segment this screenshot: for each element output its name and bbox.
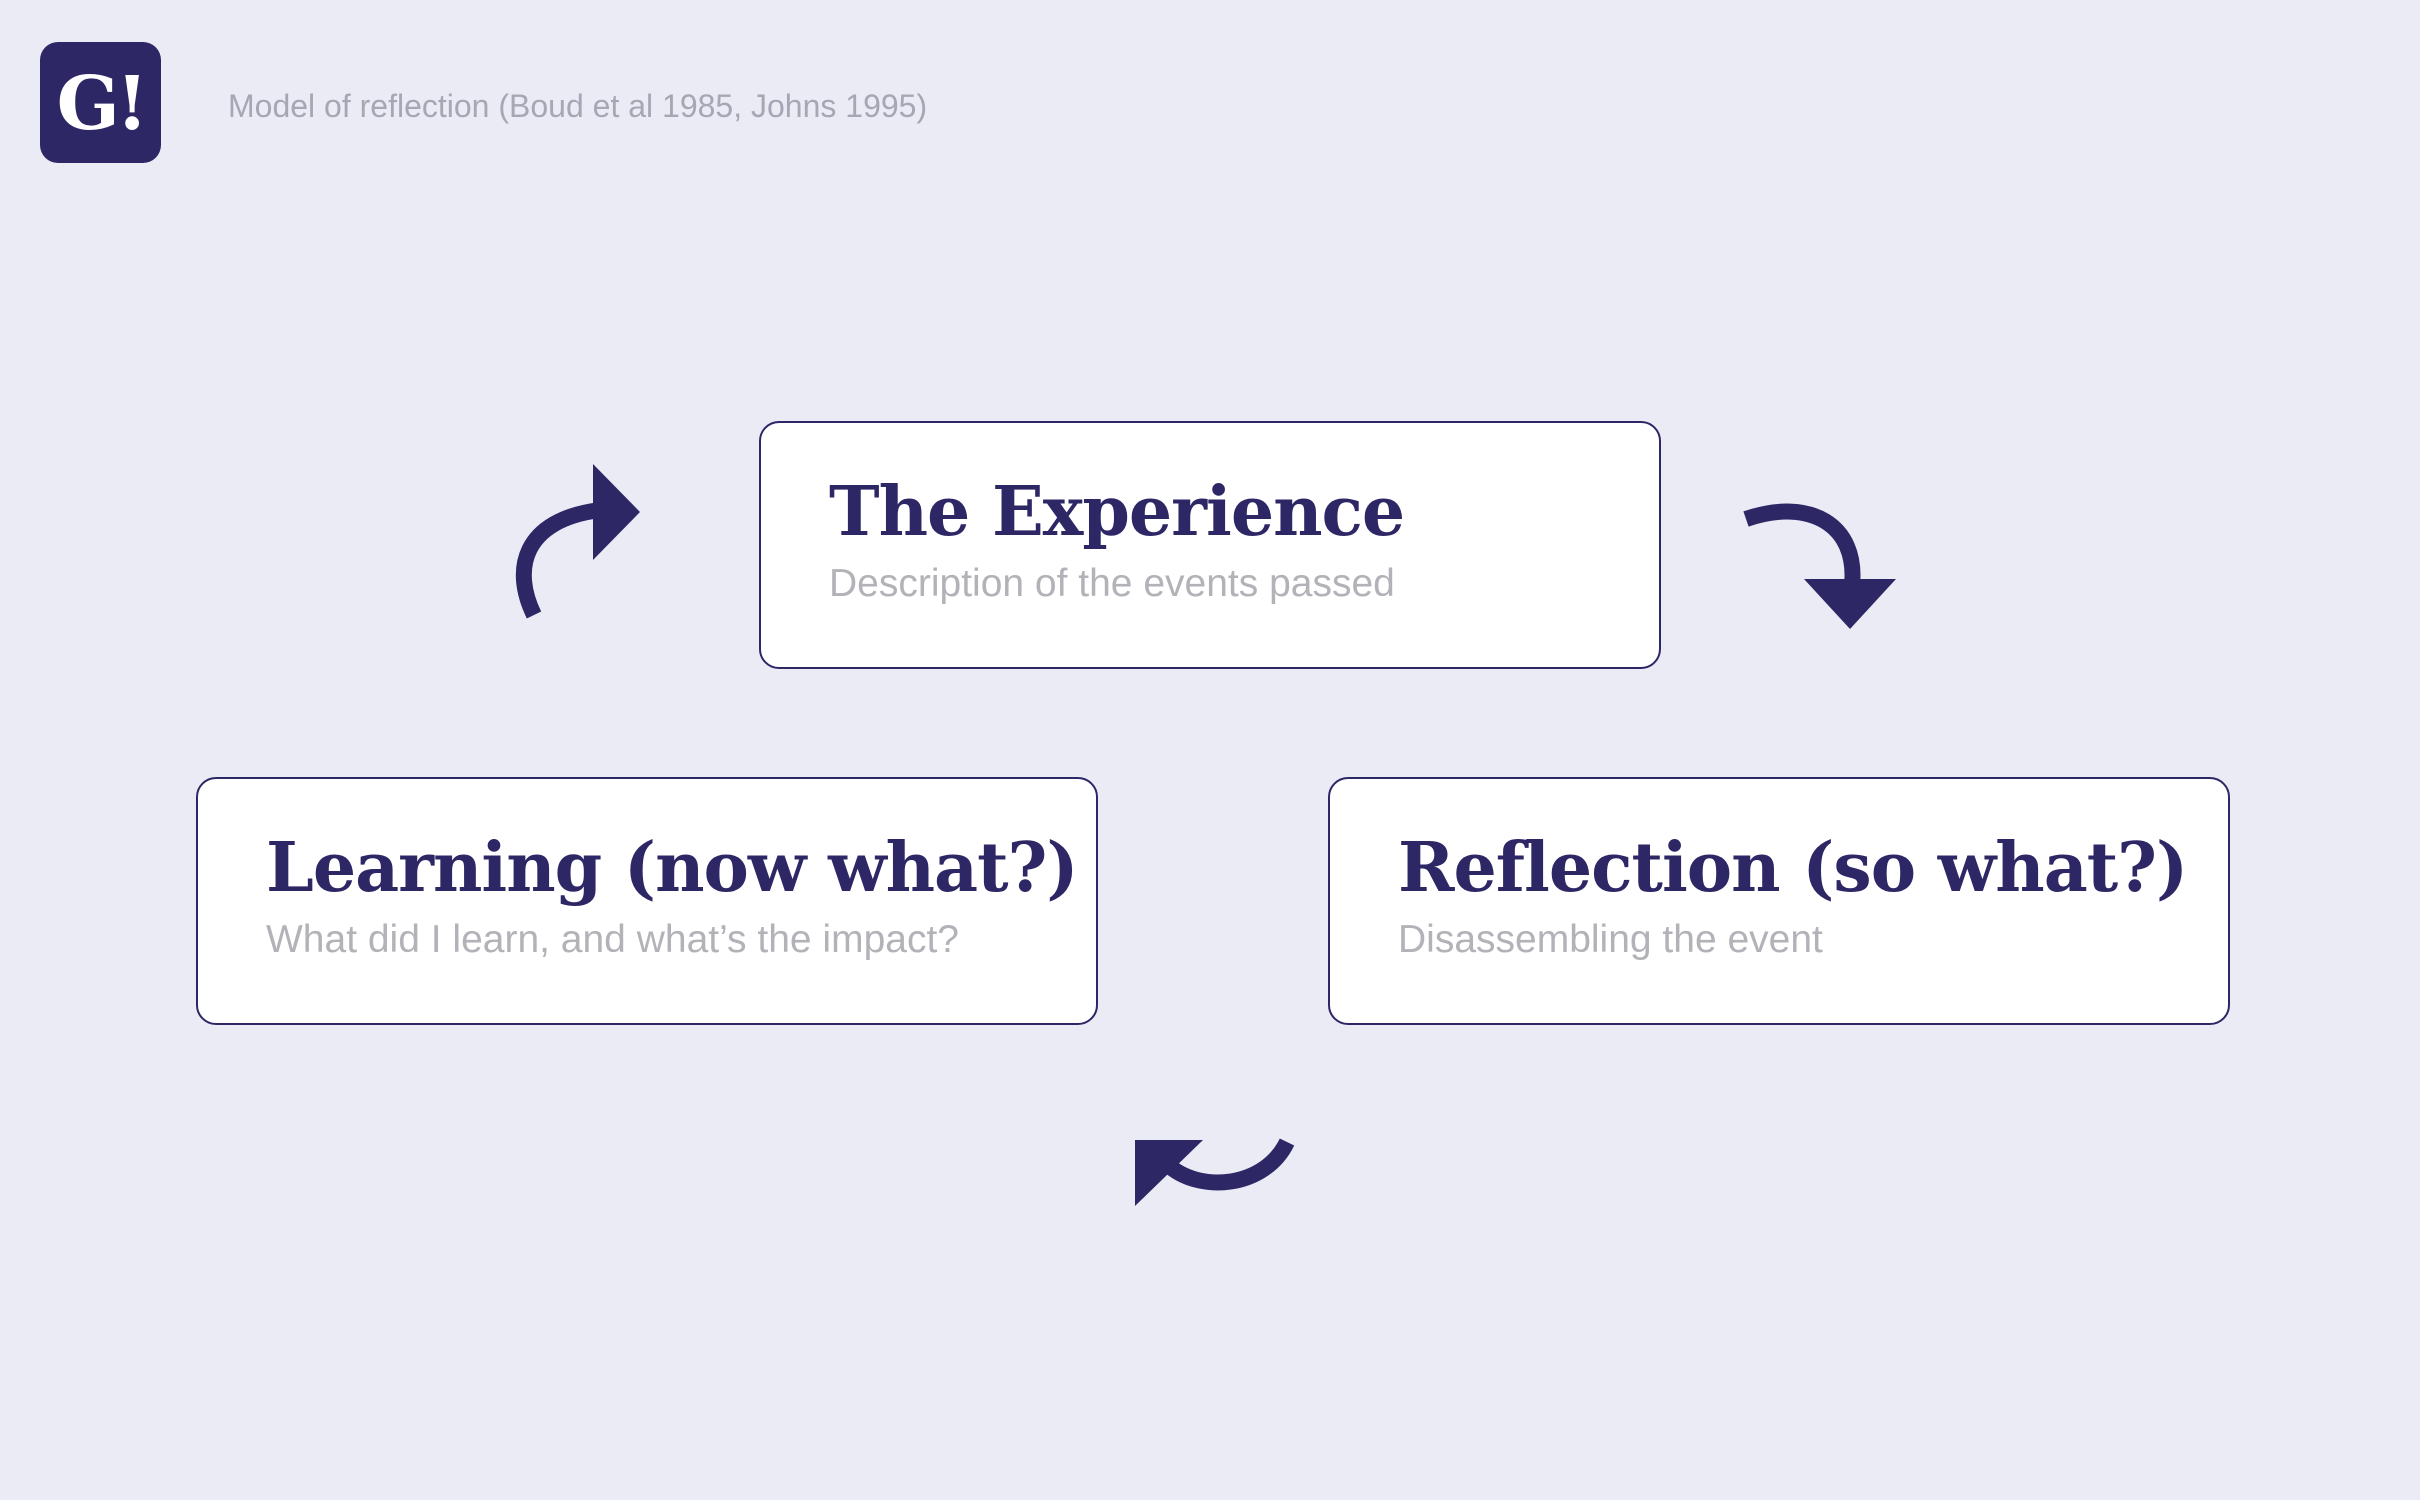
edge-reflection-to-learning-arrow (1135, 1138, 1295, 1206)
node-reflection: Reflection (so what?) Disassembling the … (1328, 777, 2230, 1025)
logo-text: G! (56, 60, 149, 147)
edge-learning-to-experience-arrow (515, 464, 640, 619)
node-learning-description: What did I learn, and what’s the impact? (266, 917, 959, 961)
node-learning: Learning (now what?) What did I learn, a… (196, 777, 1098, 1025)
node-learning-title: Learning (now what?) (266, 828, 1079, 908)
node-experience: The Experience Description of the events… (759, 421, 1661, 669)
node-experience-description: Description of the events passed (829, 561, 1395, 605)
brand-logo: G! (40, 42, 161, 163)
node-experience-title: The Experience (829, 472, 1405, 552)
node-reflection-description: Disassembling the event (1398, 917, 1823, 961)
diagram-caption: Model of reflection (Boud et al 1985, Jo… (228, 88, 928, 124)
node-reflection-title: Reflection (so what?) (1398, 828, 2188, 908)
edge-experience-to-reflection-arrow (1743, 503, 1896, 629)
